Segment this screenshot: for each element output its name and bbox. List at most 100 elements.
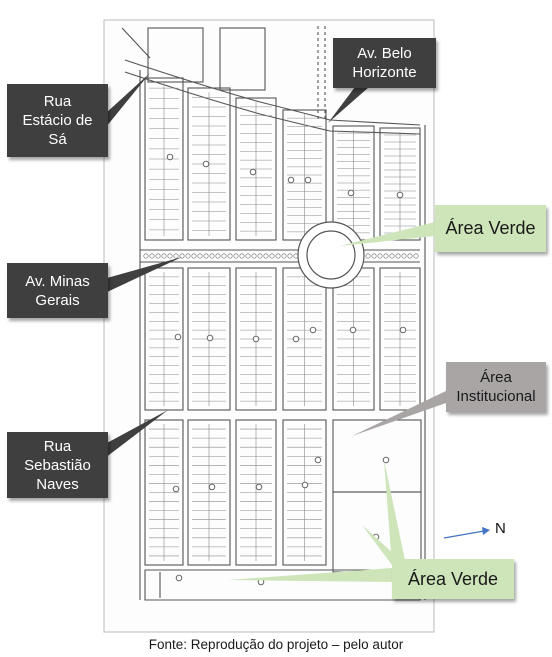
city-block [144, 419, 184, 566]
lot-marker [301, 481, 309, 489]
street-grid [121, 26, 426, 601]
lot-marker [314, 456, 322, 464]
median-tree [179, 253, 185, 259]
median-tree [383, 253, 389, 259]
pointer-area-verde-c [228, 568, 392, 582]
lot-marker [309, 326, 317, 334]
median-tree [191, 253, 197, 259]
pointer-av-belo [328, 87, 369, 123]
median-tree [287, 253, 293, 259]
median-tree [377, 253, 383, 259]
road-edge-lower [124, 71, 421, 135]
median-tree [161, 253, 167, 259]
median-tree [203, 253, 209, 259]
median-tree [197, 253, 203, 259]
median-tree [245, 253, 251, 259]
roundabout-inner [306, 230, 356, 280]
median-tree [275, 253, 281, 259]
north-arrow-shaft [443, 530, 485, 539]
city-block [282, 419, 327, 566]
label-av-belo-horizonte: Av. Belo Horizonte [333, 38, 436, 88]
lot-marker [252, 335, 260, 343]
lot-marker [208, 483, 216, 491]
median-tree [185, 253, 191, 259]
median-tree [221, 253, 227, 259]
lot-marker [175, 574, 183, 582]
top-parcel [219, 27, 266, 91]
lot-markers [166, 153, 407, 586]
pointer-av-minas [107, 257, 182, 292]
pointer-area-institucional [352, 391, 446, 436]
median-tree [167, 253, 173, 259]
lot-subdivisions [149, 82, 416, 561]
top-parcel-edge [121, 27, 151, 59]
figure-caption: Fonte: Reprodução do projeto – pelo auto… [148, 637, 404, 652]
median-tree [263, 253, 269, 259]
pointer-area-verde-a [384, 460, 406, 565]
median-tree [407, 253, 413, 259]
median-tree [269, 253, 275, 259]
lot-marker [206, 334, 214, 342]
lot-marker [382, 456, 390, 464]
median-tree [401, 253, 407, 259]
city-block [187, 419, 231, 566]
median-tree [209, 253, 215, 259]
lot-marker [202, 160, 210, 168]
label-av-minas-gerais: Av. Minas Gerais [7, 263, 108, 318]
lot-marker [292, 335, 300, 343]
median-tree [173, 253, 179, 259]
lot-marker [287, 176, 295, 184]
label-rua-sebastiao-naves: Rua Sebastião Naves [7, 432, 108, 498]
lot-marker [172, 485, 180, 493]
median-tree [257, 253, 263, 259]
lot-marker [249, 168, 257, 176]
pointer-rua-sebastiao [105, 410, 168, 458]
city-block [144, 77, 184, 241]
city-block [187, 267, 231, 411]
lot-marker [349, 326, 357, 334]
median-tree [413, 253, 419, 259]
pointer-area-verde-top [340, 222, 435, 246]
lot-marker [304, 176, 312, 184]
lot-marker [174, 333, 182, 341]
city-block [235, 267, 277, 411]
city-block [379, 267, 421, 411]
median-tree [389, 253, 395, 259]
median-tree [233, 253, 239, 259]
median-tree [239, 253, 245, 259]
bottom-strip [144, 569, 421, 601]
pointer-area-verde-b [362, 525, 406, 565]
median-tree [365, 253, 371, 259]
road-edge-upper [124, 59, 421, 126]
city-block [187, 87, 231, 241]
median-tree [155, 253, 161, 259]
lot-marker [396, 191, 404, 199]
median-tree [143, 253, 149, 259]
north-label: N [495, 520, 506, 537]
lot-marker [399, 326, 407, 334]
top-parcel [147, 27, 204, 83]
label-area-verde-bottom: Área Verde [392, 559, 514, 599]
median-tree [281, 253, 287, 259]
city-block [235, 97, 277, 241]
median-tree [251, 253, 257, 259]
median-tree [395, 253, 401, 259]
label-area-verde-top: Área Verde [435, 205, 546, 252]
label-area-institucional: Área Institucional [446, 362, 546, 412]
city-block [379, 127, 421, 241]
lot-marker [166, 153, 174, 161]
label-rua-estacio-de-sa: Rua Estácio de Sá [7, 84, 108, 157]
median-tree [215, 253, 221, 259]
median-tree [371, 253, 377, 259]
lot-marker [255, 483, 263, 491]
map-frame [103, 19, 435, 633]
lot-marker [347, 189, 355, 197]
pointer-rua-estacio [106, 73, 150, 127]
median-tree [149, 253, 155, 259]
north-arrow-head [482, 527, 490, 535]
city-block [235, 419, 277, 566]
city-block [144, 267, 184, 411]
median-tree [227, 253, 233, 259]
